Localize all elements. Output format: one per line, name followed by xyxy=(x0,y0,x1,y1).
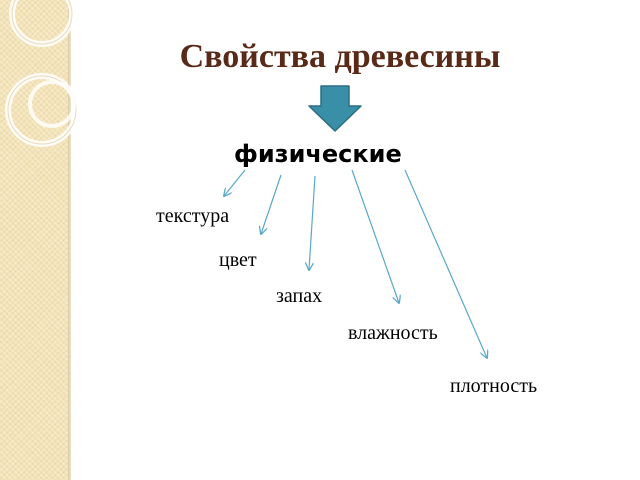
connector-arrow-color xyxy=(261,174,282,234)
connector-arrow-smell xyxy=(309,175,316,270)
property-color: цвет xyxy=(219,249,257,271)
property-texture: текстура xyxy=(156,205,230,227)
slide-title: Свойства древесины xyxy=(179,38,501,75)
property-density: плотность xyxy=(450,375,538,397)
property-smell: запах xyxy=(276,285,323,307)
property-moisture: влажность xyxy=(348,322,438,344)
connector-arrow-moisture xyxy=(351,169,399,303)
side-band-edge xyxy=(68,0,71,480)
connector-arrow-texture xyxy=(224,169,246,196)
down-arrow-icon xyxy=(308,85,362,132)
category-label: физические xyxy=(234,140,402,168)
decorative-circles xyxy=(5,0,79,147)
connector-arrow-density xyxy=(404,169,487,358)
